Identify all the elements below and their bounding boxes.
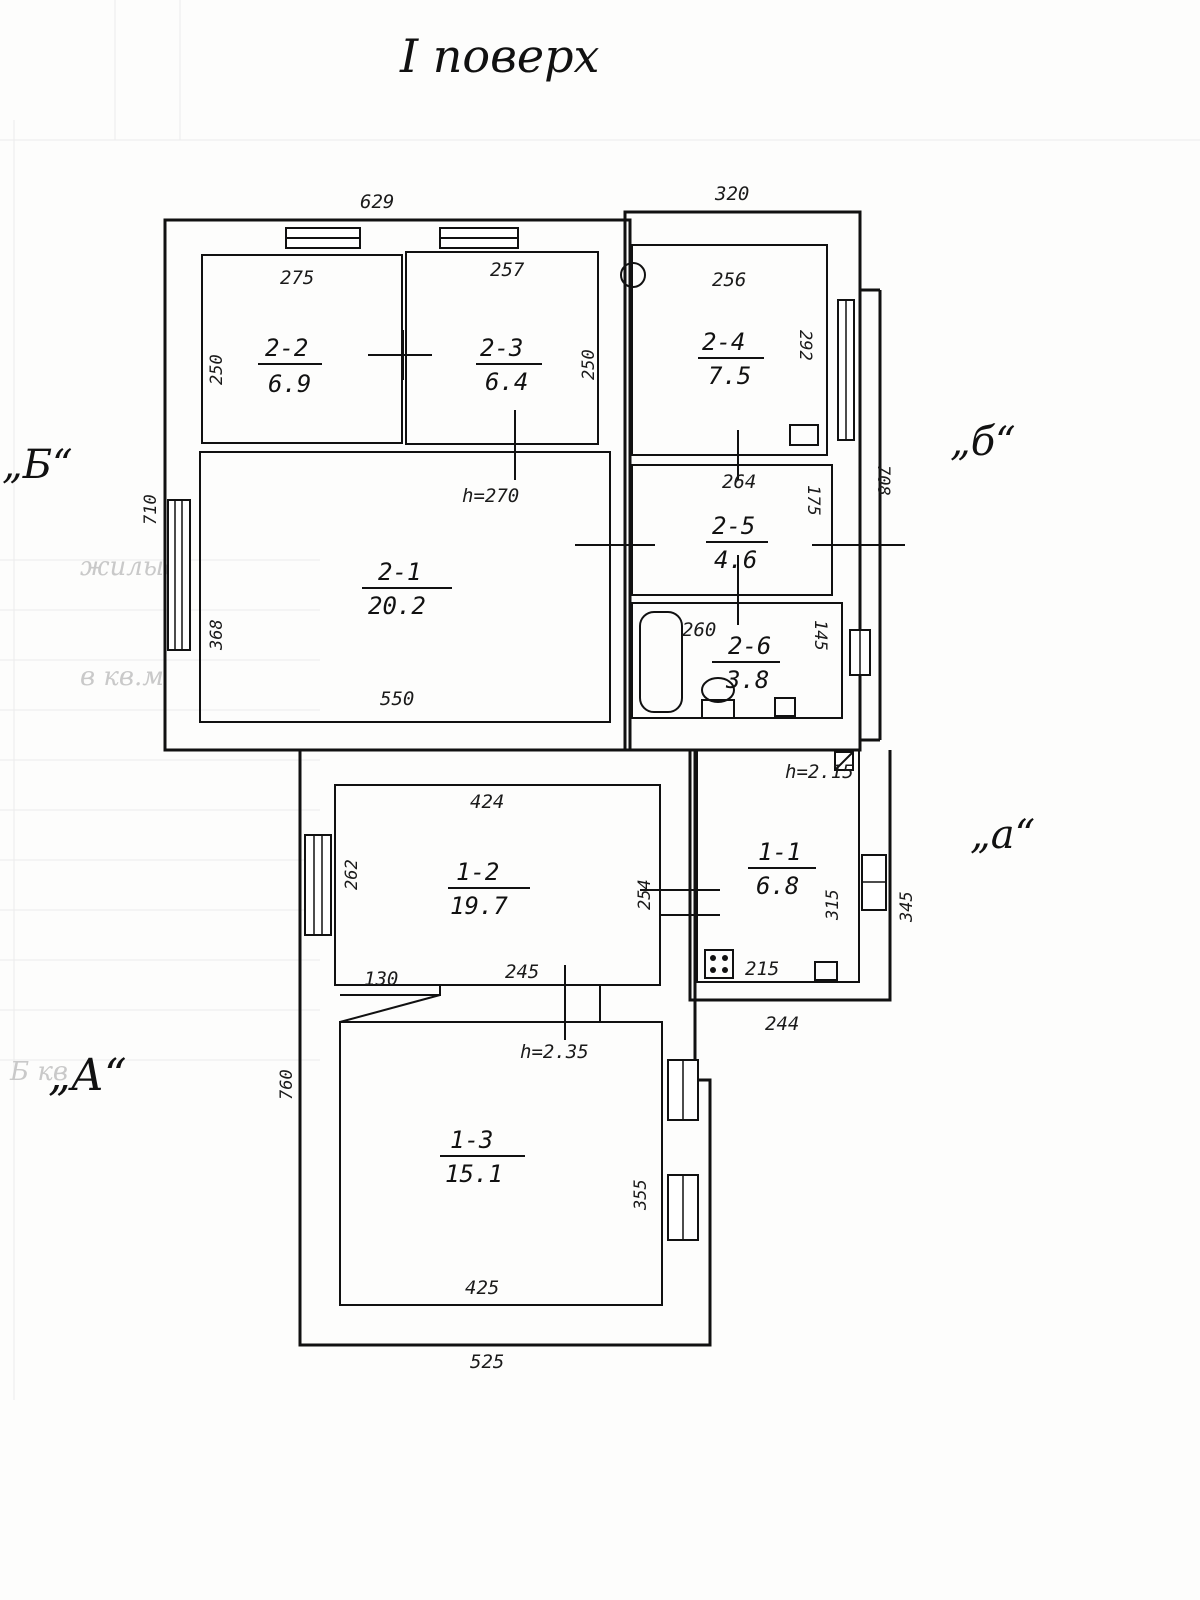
room-2-2: 2-2 6.9: [258, 334, 322, 398]
dimension-label: 256: [712, 269, 746, 291]
ceiling-height: h=2.15: [785, 761, 854, 783]
facade-label-B: „Б“: [2, 442, 73, 488]
background-text: в кв.м: [80, 662, 164, 692]
toilet-icon: [701, 677, 735, 703]
dimension-label: 250: [207, 354, 227, 385]
block-upper-walls: [163, 210, 882, 752]
room-2-5: 2-5 4.6: [706, 512, 768, 574]
room-2-3: 2-3 6.4: [476, 334, 542, 396]
room-area: 3.8: [725, 666, 769, 694]
dimension-label: 525: [470, 1351, 504, 1373]
dimension-label: 175: [803, 485, 823, 516]
dimension-label: 550: [380, 688, 414, 710]
room-area: 6.9: [268, 370, 311, 398]
dimension-label: 760: [277, 1069, 297, 1100]
dimension-label: 145: [810, 620, 830, 651]
dimension-label: 425: [465, 1277, 499, 1299]
room-code: 2-3: [480, 334, 523, 362]
dimension-label: 245: [505, 961, 539, 983]
door-marks-upper: [368, 330, 905, 625]
windows-lower: [304, 834, 887, 1241]
fixtures-upper: [620, 262, 819, 719]
background-text: Б кв: [9, 1057, 68, 1087]
room-code: 1-2: [456, 858, 499, 886]
dimension-label: 292: [795, 330, 815, 361]
dimension-label: 424: [470, 791, 504, 813]
page-title: I поверх: [399, 29, 600, 83]
room-1-2: 1-2 19.7: [448, 858, 530, 920]
dimension-label: 345: [897, 891, 917, 923]
ceiling-height: h=270: [462, 485, 519, 507]
block-lower-rooms: [334, 749, 860, 1306]
dimension-label: 262: [342, 859, 362, 890]
room-area: 7.5: [708, 362, 751, 390]
dimension-label: 368: [207, 619, 227, 651]
boiler-icon: [814, 961, 838, 981]
room-code: 2-2: [265, 334, 308, 362]
dimension-label: 257: [490, 259, 525, 281]
bathtub-icon: [639, 611, 683, 713]
door-marks-lower: [564, 889, 720, 1040]
room-area: 6.4: [485, 368, 528, 396]
dimension-label: 250: [579, 349, 599, 380]
background-text: жилые: [80, 552, 179, 582]
dimension-label: 275: [280, 267, 314, 289]
ceiling-height: h=2.35: [520, 1041, 589, 1063]
dimension-label: 710: [141, 494, 161, 525]
room-1-3: 1-3 15.1: [440, 1126, 525, 1188]
dimension-label: 320: [714, 183, 749, 205]
dimension-label: 215: [745, 958, 779, 980]
room-code: 1-3: [450, 1126, 493, 1154]
dimension-label: 708: [873, 465, 893, 496]
room-area: 20.2: [368, 592, 426, 620]
dimension-label: 315: [823, 889, 843, 921]
room-area: 15.1: [445, 1160, 503, 1188]
dimension-label: 629: [360, 191, 394, 213]
room-2-4: 2-4 7.5: [698, 328, 764, 390]
fixtures-lower: [704, 751, 854, 981]
room-code: 2-1: [378, 558, 421, 586]
room-2-6: 2-6 3.8: [712, 632, 780, 694]
dimensions-upper: 629 320 275 257 256 250 250 292 710 368 …: [141, 183, 893, 710]
room-1-1: 1-1 6.8: [748, 838, 816, 900]
room-area: 6.8: [756, 872, 799, 900]
stove-icon: [789, 424, 819, 446]
room-code: 2-5: [712, 512, 755, 540]
room-2-1: 2-1 20.2: [362, 558, 452, 620]
facade-label-b: „б“: [950, 419, 1016, 465]
dimension-label: 254: [635, 879, 655, 910]
room-area: 19.7: [450, 892, 508, 920]
room-code: 2-6: [728, 632, 771, 660]
block-lower-walls: [298, 750, 892, 1347]
paper-grid: [0, 0, 1200, 1400]
chimney-icon: [620, 262, 646, 288]
dimension-label: 130: [364, 968, 398, 990]
facade-label-a: „а“: [970, 812, 1035, 858]
dimension-label: 260: [682, 619, 716, 641]
dimension-label: 264: [722, 471, 756, 493]
dimension-label: 355: [631, 1179, 651, 1211]
dimension-label: 244: [765, 1013, 799, 1035]
room-code: 1-1: [758, 838, 801, 866]
boiler-icon: [774, 697, 796, 717]
facade-label-A: „А“: [48, 1050, 127, 1101]
stove-icon: [704, 949, 734, 979]
dimensions-lower: 424 262 254 h=2.15 315 345 215 244 130 2…: [277, 761, 917, 1373]
room-area: 4.6: [714, 546, 757, 574]
room-code: 2-4: [702, 328, 745, 356]
block-upper-rooms: [199, 244, 843, 723]
windows-upper: [167, 227, 871, 676]
